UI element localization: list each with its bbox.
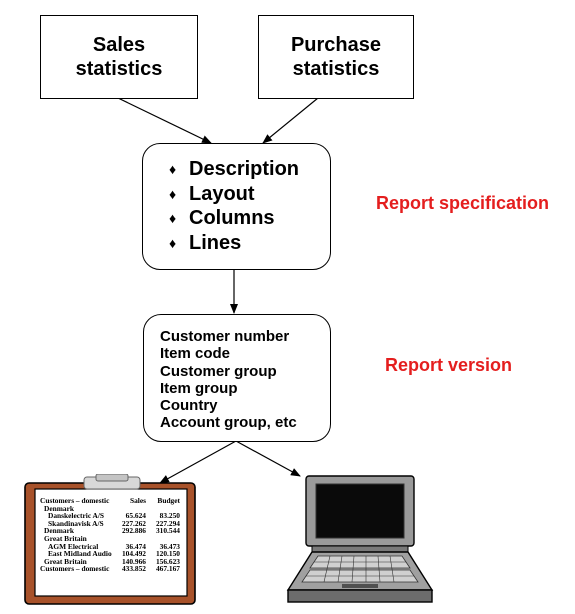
arrow-sales-to-spec xyxy=(117,97,212,144)
table-row: AGM Electrical 36.474 36.473 xyxy=(48,541,180,551)
purchase-statistics-line1: Purchase xyxy=(290,34,382,56)
sales-statistics-line1: Sales xyxy=(92,34,146,56)
table-row: Denmark xyxy=(44,504,74,513)
sales-statistics-line2: statistics xyxy=(75,58,163,80)
report-specification-label: Report specification xyxy=(376,193,550,213)
diamond-bullet-icon: ♦ xyxy=(169,185,177,202)
version-list: Customer number Item code Customer group… xyxy=(160,328,297,432)
table-row: Customers – domestic 433.852 467.167 xyxy=(40,564,180,574)
arrow-version-to-clipboard xyxy=(159,440,237,484)
table-row: East Midland Audio 104.492 120.150 xyxy=(48,549,180,559)
report-specification-box: ♦Description ♦Layout ♦Columns ♦Lines xyxy=(142,143,331,270)
table-row: Skandinavisk A/S 227.262 227.294 xyxy=(48,518,180,528)
table-row: Great Britain 140.966 156.623 xyxy=(44,556,180,566)
table-row: Great Britain xyxy=(44,534,87,543)
clipboard-report-icon xyxy=(24,474,196,605)
spec-item: ♦Lines xyxy=(169,231,242,254)
version-item: Customer group xyxy=(160,362,277,380)
spec-item: ♦Description xyxy=(169,158,300,180)
version-item: Customer number xyxy=(160,328,290,345)
version-item: Item group xyxy=(160,379,238,397)
version-item: Item code xyxy=(160,345,231,363)
diamond-bullet-icon: ♦ xyxy=(169,210,177,226)
arrow-version-to-laptop xyxy=(235,440,301,477)
purchase-statistics-line2: statistics xyxy=(292,58,380,80)
table-row: Denmark 292.886 310.544 xyxy=(44,526,180,536)
report-version-label: Report version xyxy=(385,355,513,375)
version-item: Account group, etc xyxy=(160,414,297,432)
spec-item: ♦Columns xyxy=(169,207,275,229)
diamond-bullet-icon: ♦ xyxy=(169,234,177,251)
sales-statistics-box: Sales statistics xyxy=(40,15,198,99)
diamond-bullet-icon: ♦ xyxy=(169,161,177,177)
purchase-statistics-box: Purchase statistics xyxy=(258,15,414,99)
table-row: Danskelectric A/S 65.624 83.250 xyxy=(48,511,180,521)
version-item: Country xyxy=(160,397,218,415)
report-header-row: Customers – domestic Sales Budget xyxy=(40,496,180,505)
arrow-purchase-to-spec xyxy=(262,97,319,144)
specification-list: ♦Description ♦Layout ♦Columns ♦Lines xyxy=(169,157,299,255)
report-table: Customers – domestic Sales Budget Denmar… xyxy=(40,497,186,573)
spec-item: ♦Layout xyxy=(169,182,255,205)
laptop-computer-icon xyxy=(286,475,434,603)
report-version-box: Customer number Item code Customer group… xyxy=(143,314,331,442)
